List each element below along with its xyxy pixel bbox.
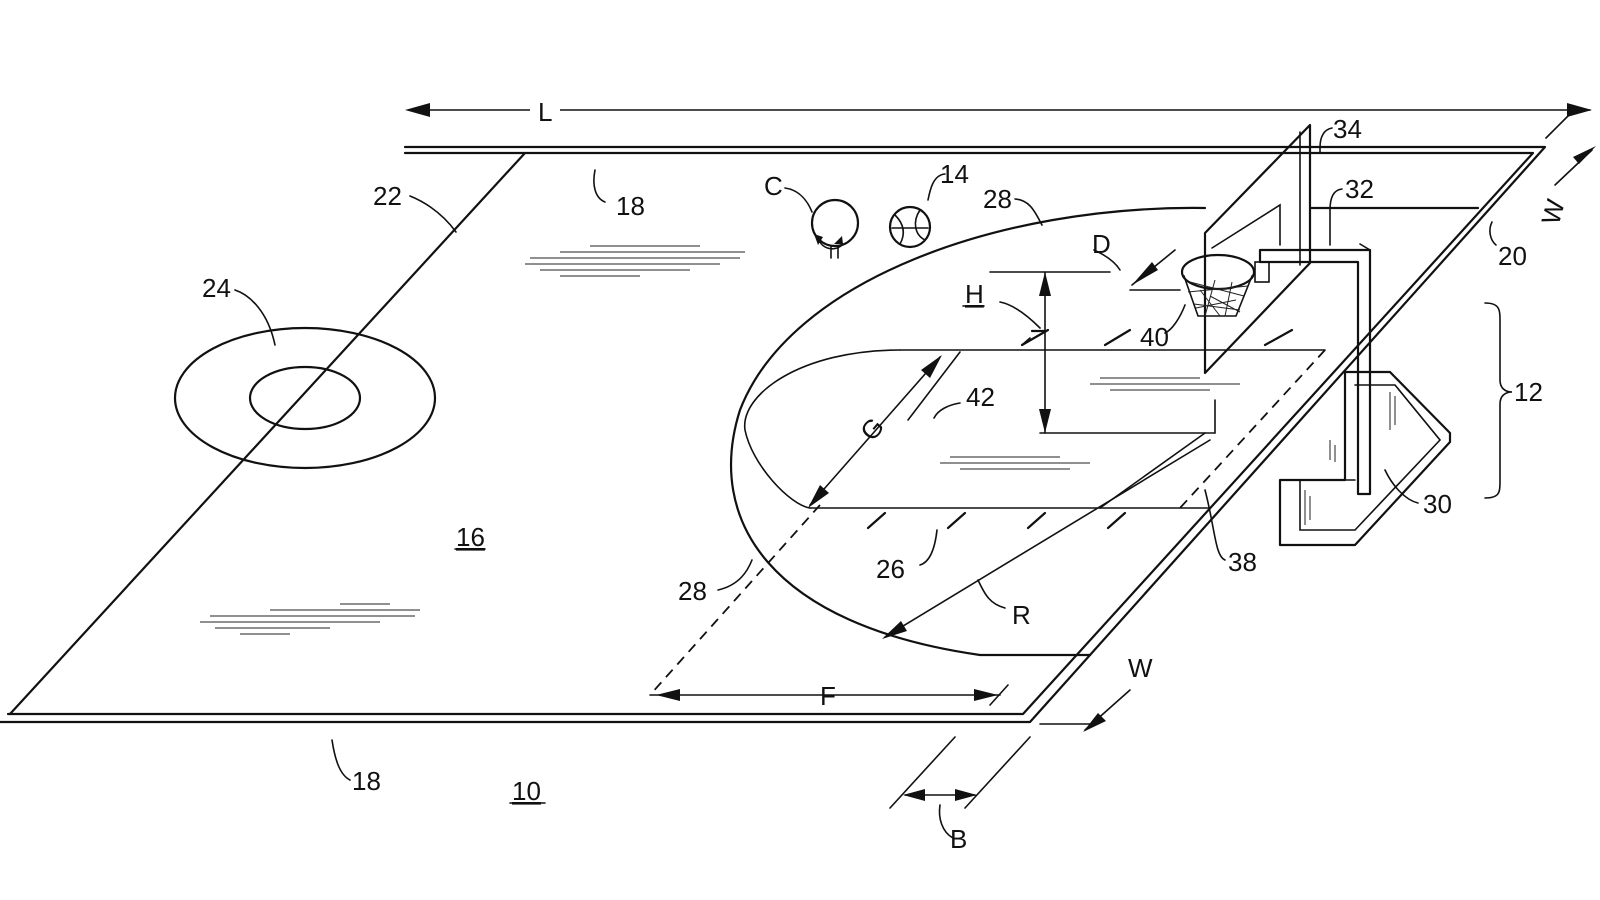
leader-lines [234, 127, 1497, 839]
label-W-top: W [1535, 196, 1570, 228]
label-12: 12 [1514, 377, 1543, 407]
label-D: D [1092, 229, 1111, 259]
label-26: 26 [876, 554, 905, 584]
label-40: 40 [1140, 322, 1169, 352]
label-22: 22 [373, 181, 402, 211]
label-28-top: 28 [983, 184, 1012, 214]
label-H: H [965, 279, 984, 309]
dimension-F [649, 684, 1009, 706]
label-F: F [820, 681, 836, 711]
lane-hash-marks [866, 328, 1294, 530]
label-W-bottom: W [1128, 653, 1153, 683]
court-outline [0, 145, 1547, 725]
ball-C [810, 198, 860, 259]
label-32: 32 [1345, 174, 1374, 204]
label-42: 42 [966, 382, 995, 412]
label-34: 34 [1333, 114, 1362, 144]
center-circle [173, 326, 437, 470]
bracket-12 [1484, 302, 1513, 499]
dimension-H [989, 271, 1111, 434]
label-14: 14 [940, 159, 969, 189]
dimension-L [405, 96, 1592, 124]
label-18-top: 18 [616, 191, 645, 221]
dashed-lines [649, 349, 1326, 696]
label-G: G [854, 412, 890, 447]
label-28-bottom: 28 [678, 576, 707, 606]
label-C: C [764, 171, 783, 201]
dimension-W-bottom [1083, 689, 1131, 732]
reference-labels: L 34 32 W 20 18 22 C 14 28 D H 24 40 42 … [202, 97, 1571, 854]
dimension-D [1129, 249, 1181, 291]
label-10: 10 [512, 776, 541, 806]
dimension-B [889, 736, 1031, 809]
label-30: 30 [1423, 489, 1452, 519]
surface-shading [200, 245, 1240, 635]
free-throw-lane [744, 349, 1326, 509]
label-38: 38 [1228, 547, 1257, 577]
label-B: B [950, 824, 967, 854]
label-R: R [1012, 600, 1031, 630]
lane-line [907, 351, 961, 421]
label-20: 20 [1498, 241, 1527, 271]
label-24: 24 [202, 273, 231, 303]
ball-14 [888, 205, 932, 249]
label-L: L [538, 97, 552, 127]
dimension-G [808, 355, 942, 508]
dimension-W-top [1545, 113, 1596, 186]
hoop-assembly [1180, 123, 1372, 496]
three-point-arc [729, 206, 1207, 657]
label-18-bottom: 18 [352, 766, 381, 796]
base-unit [1278, 370, 1452, 547]
label-16: 16 [456, 522, 485, 552]
dimension-R [882, 439, 1211, 639]
